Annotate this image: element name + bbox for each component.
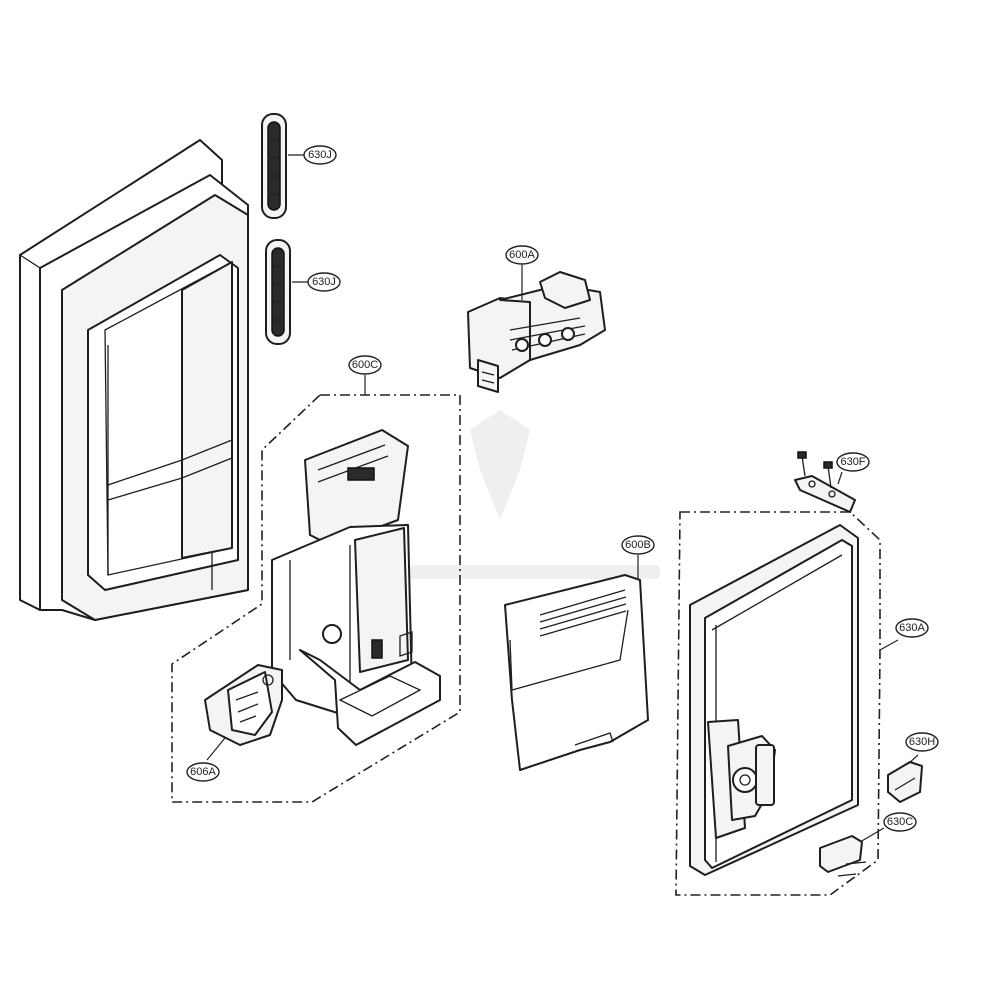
callout-630a: 630A bbox=[895, 618, 929, 638]
dispenser-door-panel bbox=[689, 524, 859, 876]
vent-grille-top bbox=[261, 113, 287, 219]
callout-630j-top: 630J bbox=[303, 145, 337, 165]
lower-hinge-plate bbox=[819, 835, 863, 873]
callout-label: 600B bbox=[625, 539, 651, 551]
callout-630f: 630F bbox=[836, 452, 870, 472]
callout-630j-bottom: 630J bbox=[307, 272, 341, 292]
vent-grille-bottom bbox=[265, 239, 291, 345]
callout-label: 630H bbox=[909, 736, 935, 748]
door-clip bbox=[887, 761, 923, 803]
callout-630c: 630C bbox=[883, 812, 917, 832]
ice-maker-assembly bbox=[467, 271, 606, 393]
callout-label: 630C bbox=[887, 816, 913, 828]
callout-606a: 606A bbox=[186, 762, 220, 782]
hinge-bracket bbox=[794, 475, 856, 513]
callout-label: 630J bbox=[308, 149, 332, 161]
callout-630h: 630H bbox=[905, 732, 939, 752]
callout-label: 600C bbox=[352, 359, 378, 371]
dispenser-lever bbox=[204, 664, 283, 746]
screw-icon bbox=[797, 451, 833, 489]
callout-600c: 600C bbox=[348, 355, 382, 375]
callout-label: 600A bbox=[509, 249, 535, 261]
dispenser-cover-panel bbox=[504, 574, 649, 771]
callout-label: 630A bbox=[899, 622, 925, 634]
callout-label: 630F bbox=[840, 456, 865, 468]
dispenser-housing bbox=[271, 429, 441, 746]
door-shell bbox=[19, 139, 249, 621]
watermark-logo bbox=[330, 410, 660, 579]
callout-600b: 600B bbox=[621, 535, 655, 555]
screw-icon-lower bbox=[837, 861, 867, 877]
dispenser-group-boundary bbox=[171, 394, 461, 803]
callout-label: 630J bbox=[312, 276, 336, 288]
callout-label: 606A bbox=[190, 766, 216, 778]
door-panel-group-boundary bbox=[675, 511, 881, 896]
leader-lines bbox=[206, 154, 919, 843]
callout-600a: 600A bbox=[505, 245, 539, 265]
